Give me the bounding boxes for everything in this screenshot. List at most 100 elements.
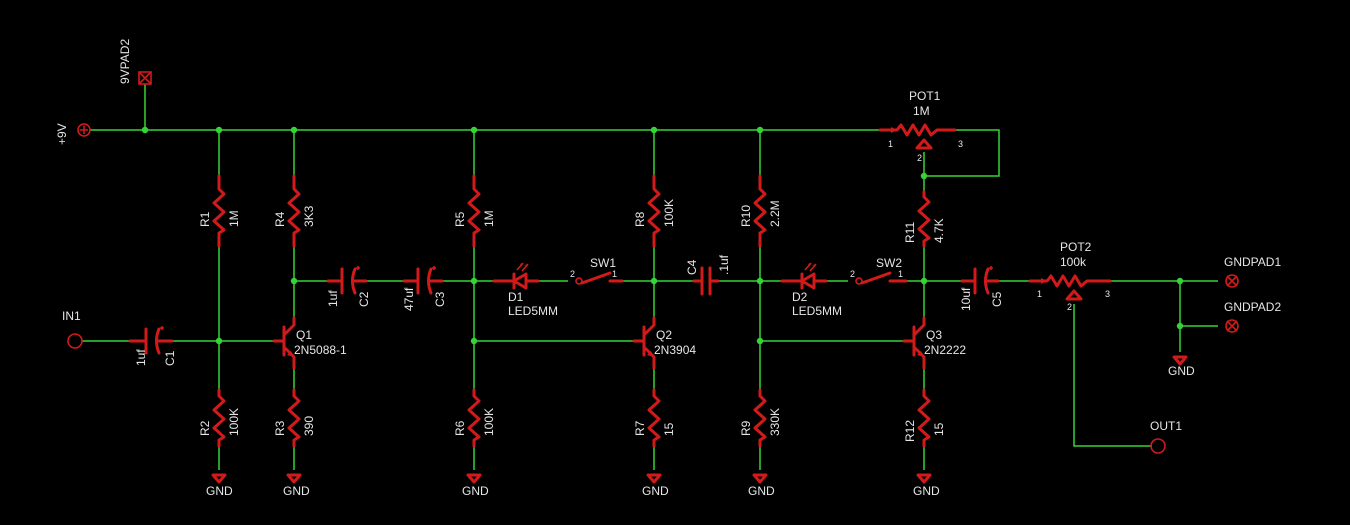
pad-gndpad2[interactable]: GNDPAD2 — [1224, 300, 1281, 333]
ground-r2: GND — [206, 473, 233, 498]
connector-in1[interactable]: IN1 — [62, 309, 83, 349]
q3-value: 2N2222 — [924, 343, 966, 357]
pot1-name: POT1 — [909, 89, 941, 103]
resistor-r3[interactable]: R3 390 — [273, 388, 316, 448]
pot2-pin3: 3 — [1105, 289, 1110, 299]
capacitor-c2[interactable]: 1uf C2 — [326, 266, 371, 307]
d1-value: LED5MM — [508, 304, 558, 318]
connector-out1[interactable]: OUT1 — [1150, 419, 1182, 454]
supply-plus9v[interactable]: +9V — [55, 123, 91, 145]
pad-gndpad2-name: GNDPAD2 — [1224, 300, 1281, 314]
c4-value: .1uf — [717, 254, 731, 275]
pot1-value: 1M — [913, 104, 930, 118]
svg-text:GND: GND — [913, 484, 940, 498]
resistor-r4[interactable]: R4 3K3 — [273, 174, 316, 248]
r2-name: R2 — [198, 420, 212, 436]
transistor-q3[interactable]: Q3 2N2222 — [902, 316, 966, 370]
led-d1[interactable]: D1 LED5MM — [492, 262, 558, 318]
r3-name: R3 — [273, 420, 287, 436]
r5-name: R5 — [453, 211, 467, 227]
potentiometer-pot2[interactable]: 1 2 3 POT2 100k — [1028, 240, 1112, 312]
svg-text:GND: GND — [206, 484, 233, 498]
led-d2[interactable]: D2 LED5MM — [780, 262, 842, 318]
resistor-r12[interactable]: R12 15 — [903, 388, 946, 448]
svg-text:GND: GND — [462, 484, 489, 498]
d1-name: D1 — [508, 290, 524, 304]
c2-value: 1uf — [326, 290, 340, 307]
q1-name: Q1 — [296, 328, 312, 342]
svg-text:GND: GND — [642, 484, 669, 498]
r8-name: R8 — [633, 211, 647, 227]
c5-name: C5 — [990, 291, 1004, 307]
q2-value: 2N3904 — [654, 343, 696, 357]
resistor-r11[interactable]: R11 4.7K — [903, 190, 946, 248]
pad-9vpad2-name: 9VPAD2 — [118, 39, 132, 84]
resistor-r2[interactable]: R2 100K — [198, 388, 241, 448]
q2-name: Q2 — [656, 328, 672, 342]
r5-value: 1M — [482, 210, 496, 227]
pot2-value: 100k — [1060, 255, 1087, 269]
resistor-r7[interactable]: R7 15 — [633, 388, 676, 448]
sw1-pin1: 1 — [612, 269, 617, 279]
switch-sw1[interactable]: 2 1 SW1 — [570, 256, 624, 285]
pad-9vpad2[interactable]: 9VPAD2 — [118, 39, 152, 85]
pot1-pin2: 2 — [917, 153, 922, 163]
ground-r9: GND — [748, 473, 775, 498]
sw2-pin2: 2 — [850, 269, 855, 279]
pot1-pin1: 1 — [888, 139, 893, 149]
r4-name: R4 — [273, 211, 287, 227]
c1-value: 1uf — [134, 349, 148, 366]
q1-value: 2N5088-1 — [294, 343, 347, 357]
c3-value: 47uf — [402, 287, 416, 311]
r10-value: 2.2M — [768, 200, 782, 227]
svg-text:GND: GND — [1168, 364, 1195, 378]
pad-gndpad1[interactable]: GNDPAD1 — [1224, 255, 1281, 288]
r11-value: 4.7K — [932, 218, 946, 243]
svg-text:GND: GND — [748, 484, 775, 498]
r9-value: 330K — [768, 408, 782, 436]
r3-value: 390 — [302, 416, 316, 436]
wires — [82, 84, 1218, 470]
c1-name: C1 — [163, 350, 177, 366]
ground-r3: GND — [283, 473, 310, 498]
r11-name: R11 — [903, 222, 917, 243]
capacitor-c5[interactable]: 10uf C5 — [959, 266, 1004, 311]
q3-name: Q3 — [926, 328, 942, 342]
potentiometer-pot1[interactable]: 1 2 3 POT1 1M — [878, 89, 963, 163]
sw1-pin2: 2 — [570, 269, 575, 279]
sw1-name: SW1 — [590, 256, 616, 270]
r7-name: R7 — [633, 420, 647, 436]
sw2-pin1: 1 — [898, 269, 903, 279]
ground-gndpad: GND — [1168, 355, 1195, 378]
c5-value: 10uf — [959, 287, 973, 311]
resistor-r6[interactable]: R6 100K — [453, 388, 496, 448]
svg-text:GND: GND — [283, 484, 310, 498]
capacitor-c4[interactable]: C4 .1uf — [685, 254, 731, 296]
resistor-r10[interactable]: R10 2.2M — [739, 174, 782, 248]
c4-name: C4 — [685, 259, 699, 275]
ground-r7: GND — [642, 473, 669, 498]
transistor-q1[interactable]: Q1 2N5088-1 — [272, 316, 347, 370]
switch-sw2[interactable]: 2 1 SW2 — [850, 256, 908, 285]
capacitor-c1[interactable]: 1uf C1 — [128, 326, 177, 366]
d2-value: LED5MM — [792, 304, 842, 318]
connector-out1-name: OUT1 — [1150, 419, 1182, 433]
resistor-r8[interactable]: R8 100K — [633, 174, 676, 248]
r2-value: 100K — [227, 408, 241, 436]
transistor-q2[interactable]: Q2 2N3904 — [632, 316, 696, 370]
r12-value: 15 — [932, 422, 946, 436]
capacitor-c3[interactable]: 47uf C3 — [402, 266, 447, 311]
r10-name: R10 — [739, 205, 753, 227]
ground-r12: GND — [913, 473, 940, 498]
sw2-name: SW2 — [876, 256, 902, 270]
resistor-r1[interactable]: R1 1M — [198, 174, 241, 248]
supply-plus9v-name: +9V — [55, 123, 69, 145]
resistor-r5[interactable]: R5 1M — [453, 174, 496, 248]
pot1-pin3: 3 — [958, 139, 963, 149]
pot2-pin2: 2 — [1067, 302, 1072, 312]
r7-value: 15 — [662, 422, 676, 436]
resistor-r9[interactable]: R9 330K — [739, 388, 782, 448]
c3-name: C3 — [433, 291, 447, 307]
ground-r6: GND — [462, 473, 489, 498]
